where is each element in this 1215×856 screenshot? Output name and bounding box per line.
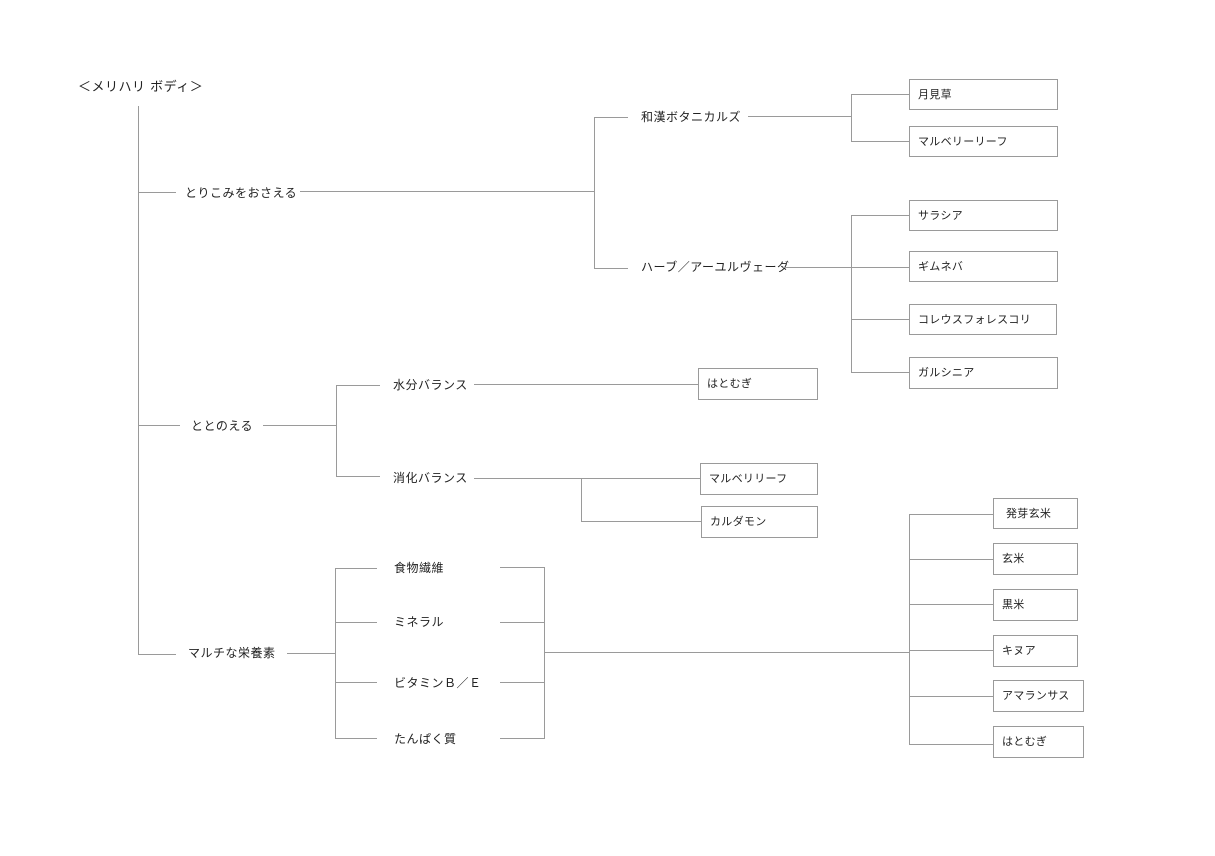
diagram-title: ＜メリハリ ボディ＞ xyxy=(78,80,204,95)
branch-label-nutrients: マルチな栄養素 xyxy=(188,646,276,660)
leaf-box: サラシア xyxy=(909,200,1058,231)
connector xyxy=(138,425,180,426)
category-label: たんぱく質 xyxy=(394,732,457,746)
connector xyxy=(909,514,993,515)
leaf-box: マルベリーリーフ xyxy=(909,126,1058,157)
connector xyxy=(335,622,377,623)
connector xyxy=(581,478,582,522)
connector xyxy=(783,267,851,268)
connector xyxy=(336,476,380,477)
connector xyxy=(851,94,909,95)
connector xyxy=(474,478,700,479)
sub-label-herb: ハーブ／アーユルヴェーダ xyxy=(641,260,790,274)
leaf-box: 月見草 xyxy=(909,79,1058,110)
connector xyxy=(335,682,377,683)
connector xyxy=(474,384,698,385)
connector xyxy=(594,268,628,269)
leaf-box: はとむぎ xyxy=(698,368,818,400)
connector xyxy=(909,514,910,744)
connector xyxy=(581,521,701,522)
category-label: ビタミンＢ／Ｅ xyxy=(394,676,482,690)
category-label: 食物繊維 xyxy=(394,561,445,575)
leaf-box: ギムネバ xyxy=(909,251,1058,282)
connector xyxy=(851,319,909,320)
connector xyxy=(500,738,544,739)
sub-label-wakan: 和漢ボタニカルズ xyxy=(641,110,742,124)
connector xyxy=(500,622,544,623)
connector xyxy=(336,385,337,477)
connector xyxy=(544,567,545,739)
connector xyxy=(909,604,993,605)
root-trunk-line xyxy=(138,106,139,654)
leaf-box: ガルシニア xyxy=(909,357,1058,389)
category-label: ミネラル xyxy=(394,615,445,629)
connector xyxy=(909,650,993,651)
connector xyxy=(594,117,628,118)
leaf-box: コレウスフォレスコリ xyxy=(909,304,1057,335)
leaf-box: はとむぎ xyxy=(993,726,1084,758)
sub-label-water: 水分バランス xyxy=(393,378,468,392)
connector xyxy=(138,654,176,655)
connector xyxy=(909,696,993,697)
connector xyxy=(336,385,380,386)
leaf-box: アマランサス xyxy=(993,680,1084,712)
connector xyxy=(335,738,377,739)
leaf-box: 玄米 xyxy=(993,543,1078,575)
sub-label-digest: 消化バランス xyxy=(393,471,468,485)
connector xyxy=(300,191,594,192)
connector xyxy=(851,215,909,216)
connector xyxy=(748,116,851,117)
connector xyxy=(335,568,377,569)
connector xyxy=(851,141,909,142)
connector xyxy=(500,567,544,568)
connector xyxy=(500,682,544,683)
connector xyxy=(594,117,595,268)
connector xyxy=(263,425,336,426)
connector xyxy=(851,215,852,372)
connector xyxy=(909,744,993,745)
leaf-box: 発芽玄米 xyxy=(993,498,1078,529)
connector xyxy=(851,372,909,373)
connector xyxy=(544,652,909,653)
connector xyxy=(335,568,336,739)
connector xyxy=(909,559,993,560)
branch-label-torikomi: とりこみをおさえる xyxy=(185,186,298,200)
leaf-box: 黒米 xyxy=(993,589,1078,621)
connector xyxy=(138,192,176,193)
leaf-box: カルダモン xyxy=(701,506,818,538)
branch-label-totonoeru: ととのえる xyxy=(191,419,254,433)
leaf-box: マルベリリーフ xyxy=(700,463,818,495)
connector xyxy=(851,94,852,142)
connector xyxy=(851,267,909,268)
leaf-box: キヌア xyxy=(993,635,1078,667)
connector xyxy=(287,653,335,654)
